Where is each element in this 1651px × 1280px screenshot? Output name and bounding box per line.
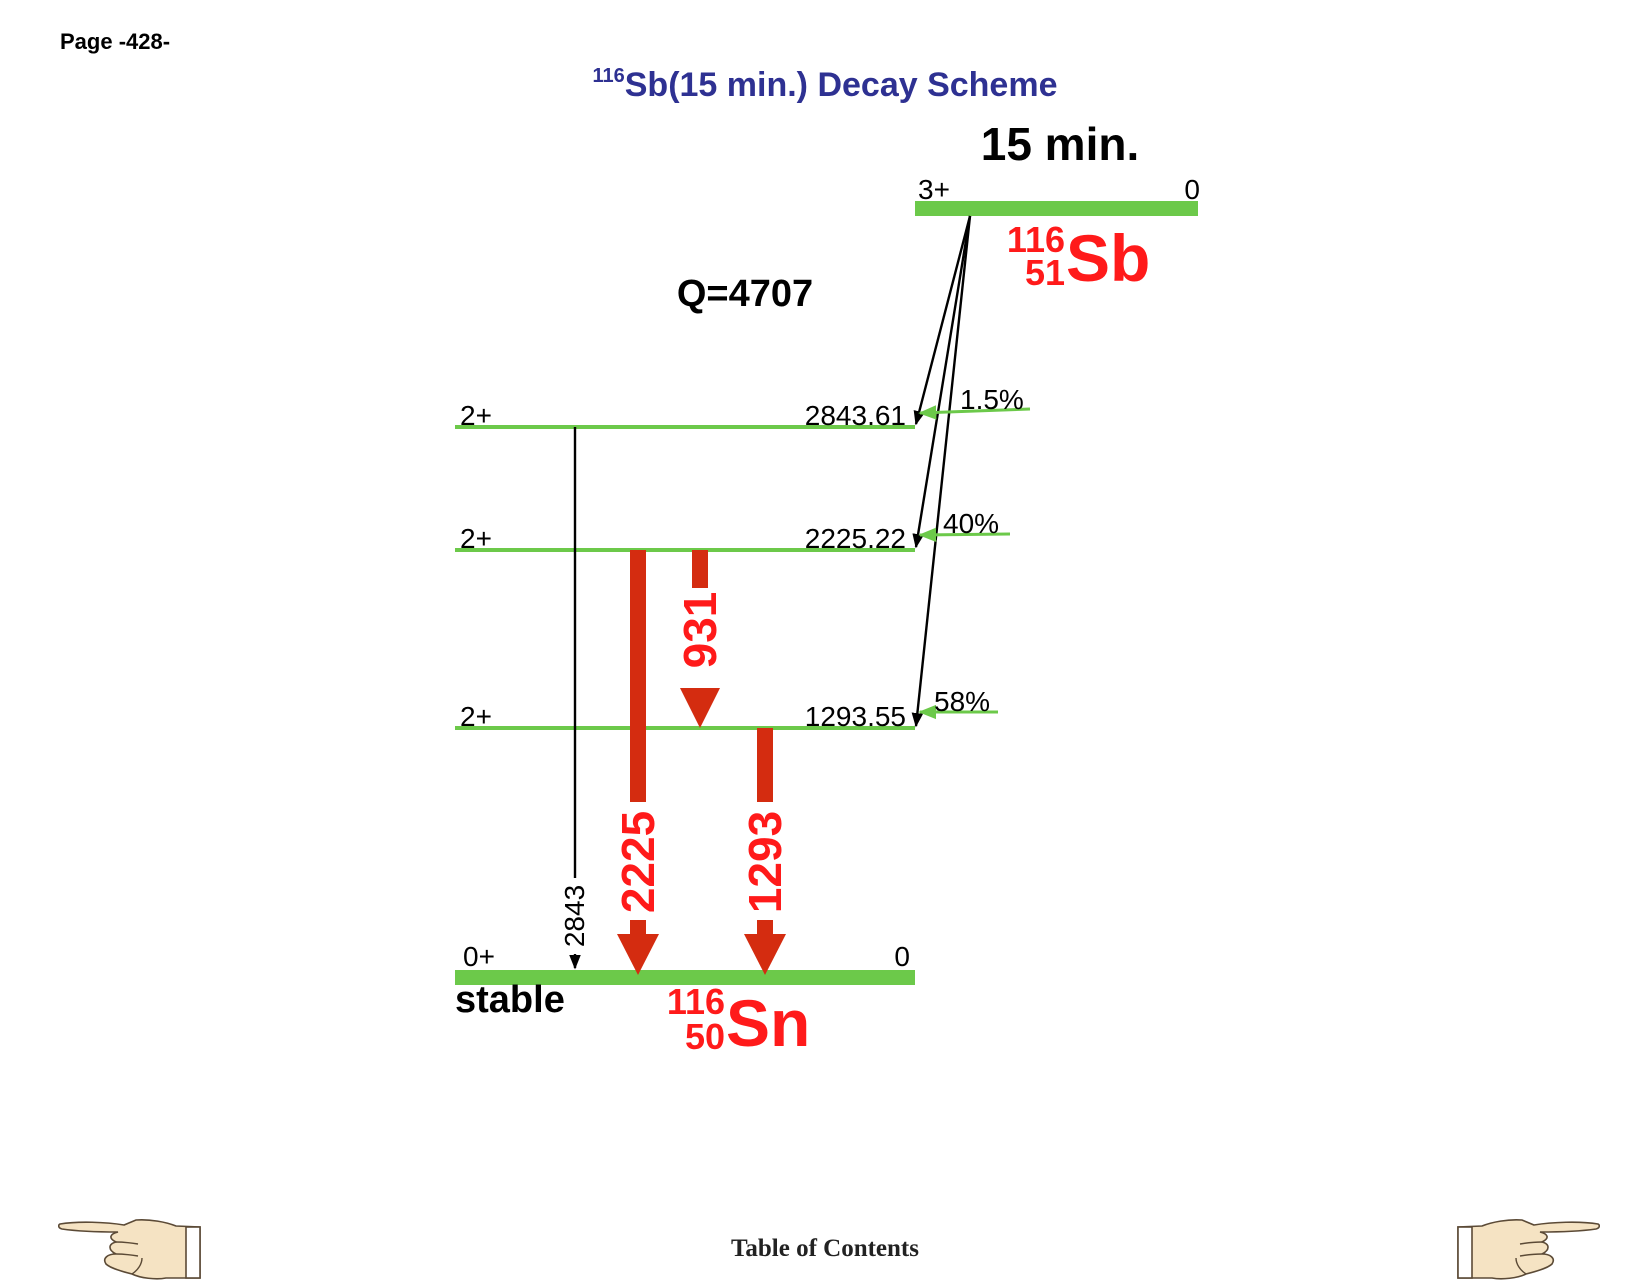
gamma-label-2225: 2225 — [612, 811, 664, 913]
parent-spin: 3+ — [918, 174, 950, 205]
daughter-atomic-number: 50 — [685, 1016, 725, 1057]
branch-pointer-2843 — [918, 405, 1031, 420]
table-of-contents-link[interactable]: Table of Contents — [731, 1235, 919, 1262]
gamma-shaft-931 — [692, 550, 708, 588]
gamma-head-931 — [680, 688, 720, 728]
level-spin-2225: 2+ — [460, 523, 492, 554]
page-label: Page -428- — [60, 29, 170, 54]
parent-atomic-number: 51 — [1025, 252, 1065, 293]
page-title: 116Sb(15 min.) Decay Scheme — [592, 65, 1057, 104]
parent-half-life: 15 min. — [981, 118, 1140, 170]
ground-level-bar — [455, 970, 915, 985]
beta-arrow-1293 — [911, 215, 972, 728]
branch-intensity-2843: 1.5% — [960, 384, 1024, 415]
level-spin-1293: 2+ — [460, 701, 492, 732]
title-text: Sb(15 min.) Decay Scheme — [625, 66, 1058, 104]
parent-energy: 0 — [1184, 174, 1200, 205]
level-spin-2843: 2+ — [460, 400, 492, 431]
level-energy-2225: 2225.22 — [805, 523, 906, 554]
ground-status: stable — [455, 979, 565, 1021]
gamma-shaft-2225-upper — [630, 550, 646, 802]
daughter-mass-number: 116 — [667, 981, 725, 1022]
daughter-symbol: Sn — [726, 986, 810, 1060]
beta-arrow-2225 — [912, 215, 972, 549]
q-value: Q=4707 — [677, 273, 813, 315]
parent-symbol: Sb — [1066, 221, 1150, 295]
branch-intensity-2225: 40% — [943, 508, 999, 539]
gamma-label-2843: 2843 — [559, 885, 590, 947]
level-energy-1293: 1293.55 — [805, 701, 906, 732]
ground-spin: 0+ — [463, 941, 495, 972]
gamma-shaft-2225-lower — [630, 920, 646, 934]
pointing-hand-left-icon[interactable] — [58, 1218, 203, 1280]
gamma-head-1293 — [744, 934, 786, 975]
gamma-shaft-1293-upper — [757, 728, 773, 802]
title-mass-number: 116 — [592, 65, 624, 87]
level-energy-2843: 2843.61 — [805, 400, 906, 431]
gamma-shaft-1293-lower — [757, 920, 773, 934]
parent-mass-number: 116 — [1007, 219, 1065, 260]
ground-energy: 0 — [894, 941, 910, 972]
gamma-label-1293: 1293 — [739, 811, 791, 913]
pointing-hand-right-icon[interactable] — [1455, 1218, 1600, 1280]
branch-pointer-2225 — [918, 527, 1011, 543]
beta-arrow-2843 — [913, 215, 972, 426]
branch-intensity-1293: 58% — [934, 686, 990, 717]
parent-level-bar — [915, 201, 1198, 216]
gamma-label-bg-2843 — [558, 878, 592, 954]
gamma-head-2225 — [617, 934, 659, 975]
gamma-label-931: 931 — [674, 592, 726, 669]
